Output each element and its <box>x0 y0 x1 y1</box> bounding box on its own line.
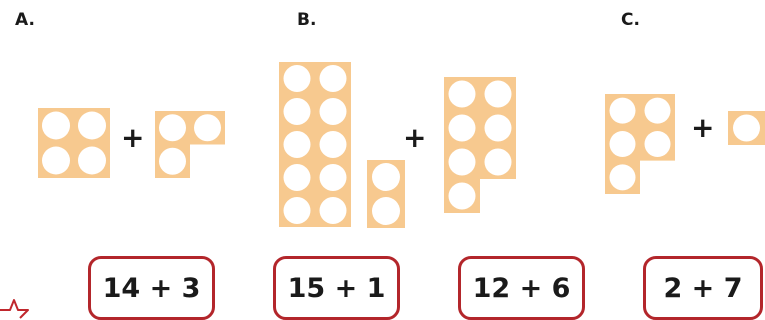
numberframe-b-left <box>279 62 351 227</box>
numberframe-c-right <box>728 111 765 145</box>
numberframe-b-middle <box>367 160 405 228</box>
plus-sign-a: + <box>121 124 144 152</box>
numberframe-b-right <box>444 77 516 213</box>
label-b: B. <box>297 10 316 30</box>
answer-option-4[interactable]: 2 + 7 <box>643 256 763 320</box>
numberframe-a-left <box>38 108 110 178</box>
numberframe-c-left <box>605 94 675 194</box>
answer-option-2[interactable]: 15 + 1 <box>273 256 400 320</box>
plus-sign-c: + <box>691 114 714 142</box>
star-outline-icon <box>0 296 40 320</box>
numberframe-a-right <box>155 111 225 178</box>
answer-option-3[interactable]: 12 + 6 <box>458 256 585 320</box>
label-c: C. <box>621 10 640 30</box>
answer-option-1[interactable]: 14 + 3 <box>88 256 215 320</box>
label-a: A. <box>15 10 35 30</box>
plus-sign-b: + <box>403 124 426 152</box>
